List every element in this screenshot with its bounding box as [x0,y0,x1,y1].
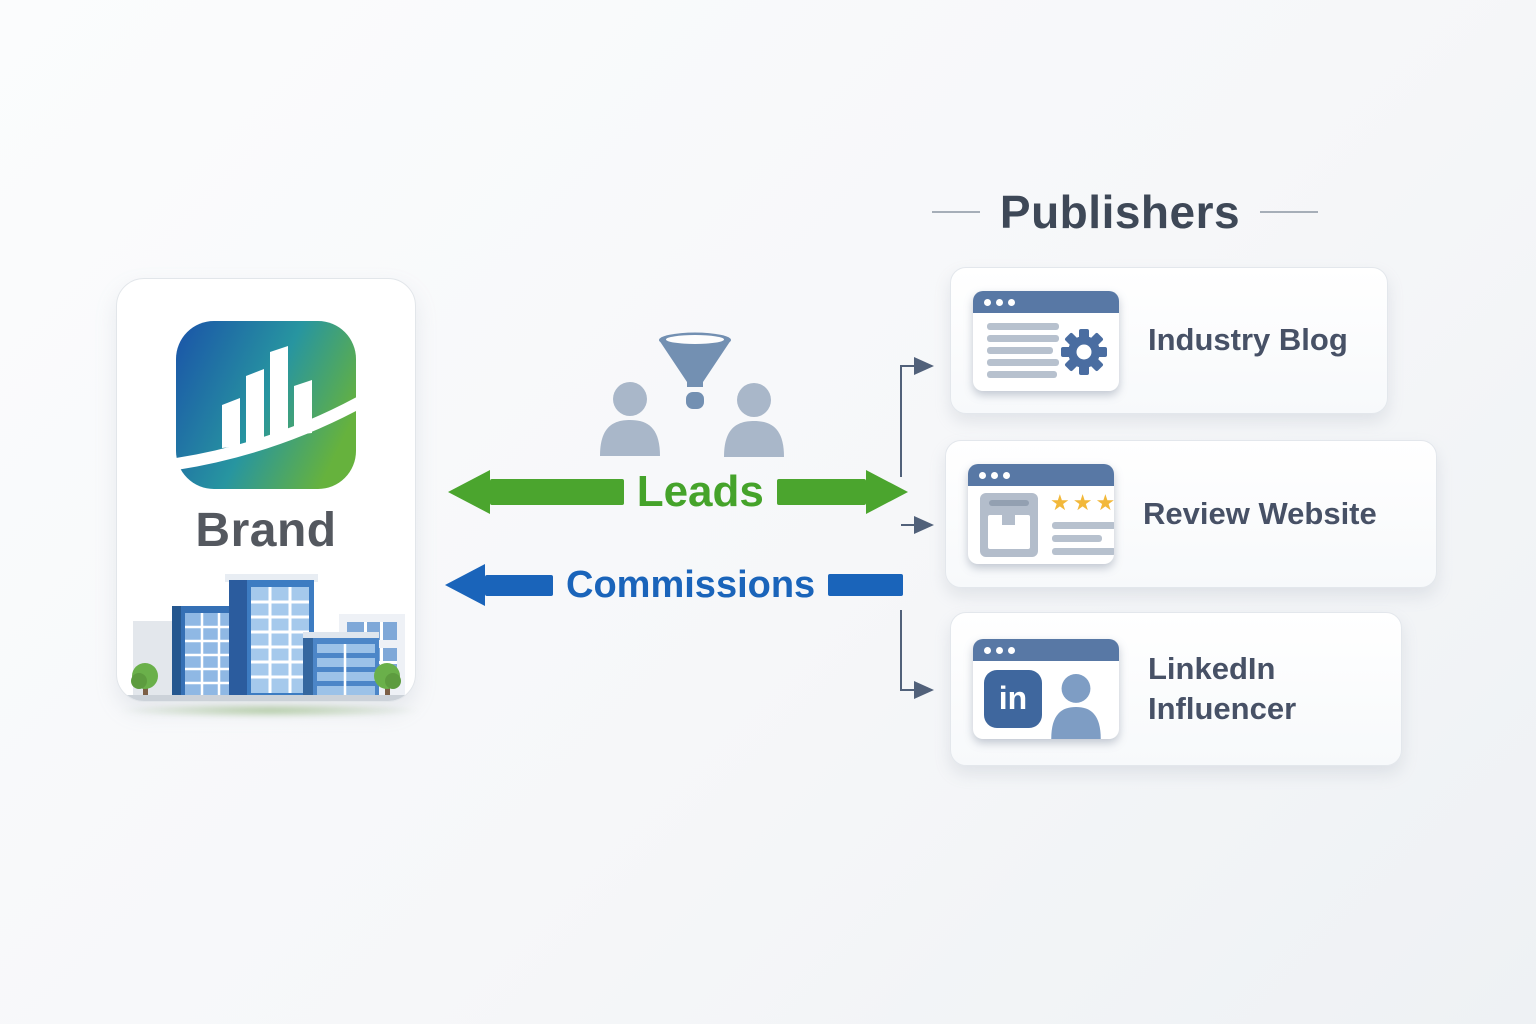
gear-icon [1061,328,1107,375]
browser-titlebar [968,464,1114,486]
arrowhead-right-icon [866,470,908,514]
arrow-shaft [490,479,624,505]
brand-card: Brand [116,278,416,702]
browser-titlebar [973,639,1119,661]
browser-dots-icon [984,647,1015,654]
commissions-label: Commissions [566,564,816,606]
publisher-card-linkedin-influencer: in LinkedIn Influencer [950,612,1402,766]
commissions-arrow: Commissions [445,562,903,608]
browser-stars-review-icon: ★ ★ ★ [968,464,1114,564]
browser-dots-icon [984,298,1015,306]
linkedin-icon: in [984,670,1042,728]
person-icon [724,383,784,457]
text-lines-icon [987,322,1059,378]
office-buildings-illustration [117,574,415,701]
browser-gear-icon [973,290,1119,391]
star-icon: ★ [1095,490,1114,515]
arrowhead-left-icon [448,470,490,514]
publishers-header: Publishers [931,186,1319,238]
funnel-icon [659,332,731,409]
star-icon: ★ [1072,490,1093,515]
brand-label: Brand [195,504,337,557]
publisher-card-review-website: ★ ★ ★ Review Website [945,440,1437,588]
browser-titlebar [973,290,1119,313]
publisher-label: Review Website [1143,495,1377,531]
star-icon: ★ [1050,490,1070,515]
browser-dots-icon [979,472,1010,479]
arrowhead-left-icon [445,564,485,606]
leads-label: Leads [636,467,764,516]
text-lines-icon [1052,522,1114,555]
brand-card-ground-shadow [118,703,422,718]
linkedin-in-text: in [998,680,1028,716]
header-dash-left [931,211,980,213]
publisher-card-industry-blog: Industry Blog [950,267,1388,414]
header-dash-right [1260,211,1319,213]
publisher-label: Industry Blog [1148,322,1348,358]
arrow-shaft [485,574,554,596]
person-icon [1051,674,1101,739]
publishers-title: Publishers [999,186,1241,238]
branch-connectors [900,357,934,699]
browser-content: in [973,661,1119,739]
arrow-shaft [776,479,866,505]
arrow-shaft [828,574,903,596]
leads-arrow: Leads [448,468,908,516]
browser-content [973,313,1119,391]
star-rating-icon: ★ ★ ★ [1050,492,1114,514]
browser-content: ★ ★ ★ [968,486,1114,564]
bar-chart-growth-logo-icon [176,321,356,489]
browser-linkedin-person-icon: in [973,639,1119,739]
publisher-label: LinkedIn Influencer [1148,650,1297,726]
person-icon [600,382,660,456]
image-placeholder-icon [980,493,1038,557]
